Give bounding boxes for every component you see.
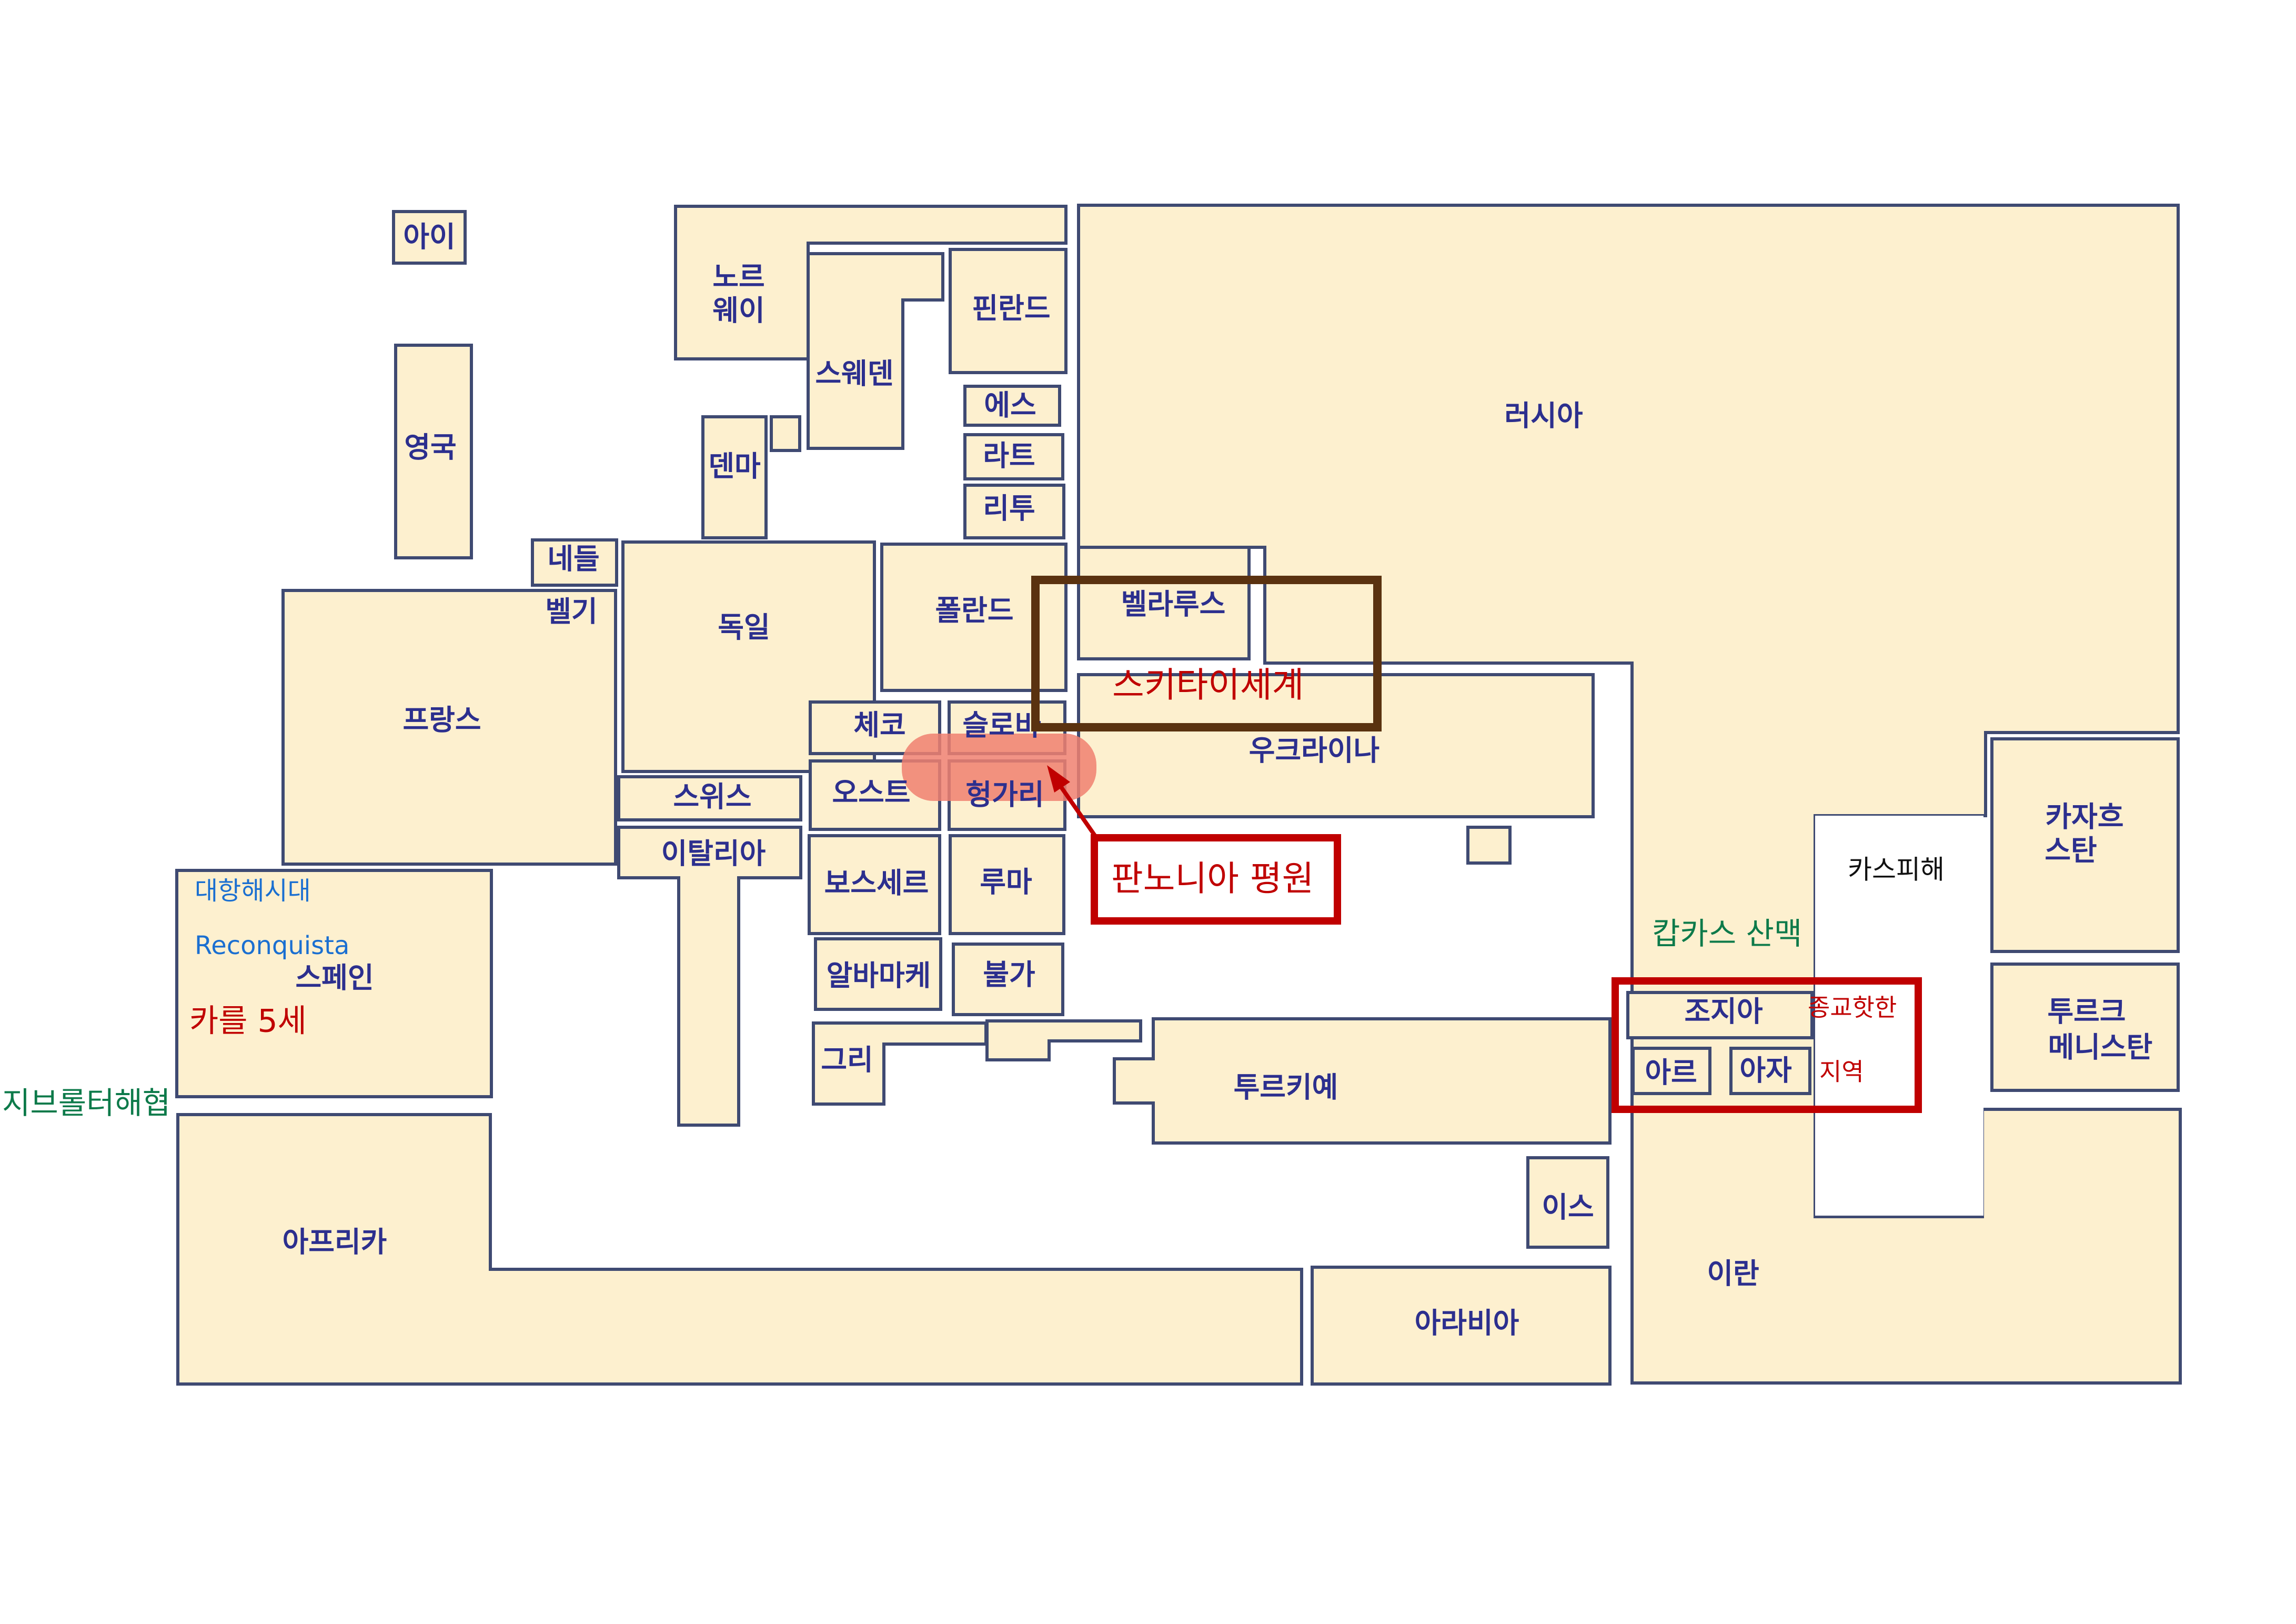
germany-label: 독일 (718, 611, 770, 644)
ukraine-label: 우크라이나 (1249, 734, 1379, 767)
albania-shape (814, 937, 942, 1011)
netherlands-shape (531, 538, 618, 587)
ukraine-shape (1077, 673, 1595, 818)
uk-label: 영국 (404, 431, 456, 464)
ireland-label: 아이 (403, 220, 455, 254)
caucasus-label: 캅카스 산맥 (1652, 916, 1802, 951)
caspian-sea (1815, 816, 1983, 1216)
finland-label: 핀란드 (972, 292, 1050, 325)
sweden-label: 스웨덴 (815, 357, 893, 390)
caspian-sea-area (1815, 816, 1983, 1216)
greece-label: 그리 (821, 1044, 873, 1077)
kazakhstan-label-2: 스탄 (2045, 834, 2097, 867)
belarus-label: 벨라루스 (1121, 588, 1226, 621)
africa-label: 아프리카 (283, 1226, 387, 1259)
switzerland-shape (617, 775, 802, 821)
kazakhstan-label-1: 카자흐 (2045, 800, 2123, 834)
pannonia-highlight (902, 734, 1096, 801)
pannonia-label: 판노니아 평원 (1111, 858, 1314, 899)
switzerland-label: 스위스 (673, 780, 751, 814)
aegean-strip-shape (985, 1019, 1142, 1061)
turkey-shape (1113, 1017, 1612, 1145)
danish-island-shape (770, 415, 801, 452)
norway-label-2: 웨이 (712, 294, 764, 327)
belgium-label: 벨기 (545, 595, 597, 628)
scythian-label: 스키타이세계 (1112, 665, 1304, 705)
arabia-shape (1311, 1266, 1612, 1386)
azerbaijan-shape (1729, 1047, 1811, 1095)
kazakhstan-shape (1990, 737, 2180, 953)
lithuania-label: 리투 (983, 492, 1035, 525)
charles-v-label: 카를 5세 (189, 1003, 307, 1040)
albania-label: 알바마케 (827, 959, 931, 993)
armenia-label: 아르 (1645, 1056, 1697, 1089)
estonia-shape (963, 385, 1061, 427)
ireland-shape (392, 210, 467, 265)
age-of-discovery-label: 대항해시대 (195, 876, 311, 906)
spain-label: 스페인 (295, 961, 374, 995)
israel-shape (1526, 1156, 1609, 1249)
latvia-shape (963, 433, 1064, 480)
pannonia-arrow-head (1047, 765, 1070, 793)
austria-label: 오스트 (832, 776, 910, 809)
azerbaijan-label: 아자 (1739, 1054, 1792, 1087)
turkmenistan-label-1: 투르크 (2047, 995, 2126, 1028)
arabia-label: 아라비아 (1415, 1307, 1519, 1340)
moldova-shape (1466, 826, 1512, 865)
netherlands-label: 네들 (547, 543, 599, 576)
religious-label: 종교핫한 (1808, 994, 1897, 1022)
annotations: 스키타이세계 판노니아 평원 카스피해 캅카스 산맥 종교핫한 지역 대항해시대… (2, 576, 1945, 1121)
denmark-label: 덴마 (708, 450, 761, 483)
pannonia-box (1091, 834, 1341, 925)
czech-label: 체코 (853, 709, 905, 742)
france-label: 프랑스 (402, 704, 481, 737)
hungary-label: 헝가리 (965, 778, 1044, 811)
pannonia-arrow-line (1053, 777, 1099, 839)
romania-label: 루마 (980, 866, 1032, 899)
africa-shape (176, 1113, 1303, 1386)
reconquista-label: Reconquista (195, 931, 349, 960)
italy-shape (617, 826, 802, 1127)
turkmenistan-shape (1990, 963, 2180, 1092)
sweden-shape (807, 252, 944, 450)
gibraltar-label: 지브롤터해협 (2, 1085, 170, 1121)
bulgaria-shape (952, 943, 1064, 1016)
finland-shape (949, 248, 1068, 374)
france-shape (281, 589, 617, 866)
region-label: 지역 (1819, 1058, 1864, 1086)
country-labels: 아이 영국 노르 웨이 스웨덴 핀란드 에스 라트 리투 덴마 러시아 네들 벨… (283, 220, 2153, 1340)
uk-shape (394, 344, 473, 559)
romania-shape (949, 834, 1065, 935)
turkmenistan-label-2: 메니스탄 (2048, 1031, 2153, 1064)
turkey-label: 투르키예 (1234, 1071, 1338, 1104)
russia-label: 러시아 (1504, 399, 1583, 433)
iran-label: 이란 (1707, 1257, 1759, 1290)
bulgaria-label: 불가 (983, 958, 1035, 991)
slovakia-label: 슬로바 (962, 709, 1041, 742)
norway-shape (674, 205, 1068, 360)
caspian-label: 카스피해 (1848, 855, 1945, 885)
italy-label: 이탈리아 (661, 837, 766, 870)
denmark-shape (701, 415, 768, 539)
georgia-label: 조지아 (1684, 995, 1763, 1028)
bosnia-label: 보스세르 (824, 867, 929, 900)
country-shapes (175, 204, 2182, 1386)
estonia-label: 에스 (984, 389, 1036, 422)
belarus-shape (1077, 546, 1251, 660)
georgia-shape (1626, 991, 1814, 1039)
bosnia-shape (808, 834, 941, 935)
poland-label: 폴란드 (935, 594, 1013, 627)
latvia-label: 라트 (983, 439, 1035, 473)
norway-label-1: 노르 (712, 260, 764, 294)
lithuania-shape (963, 484, 1065, 539)
israel-label: 이스 (1542, 1191, 1594, 1224)
armenia-shape (1632, 1047, 1711, 1095)
religious-region-box (1612, 977, 1922, 1113)
scythian-box (1031, 576, 1382, 731)
spain-shape (175, 869, 493, 1098)
